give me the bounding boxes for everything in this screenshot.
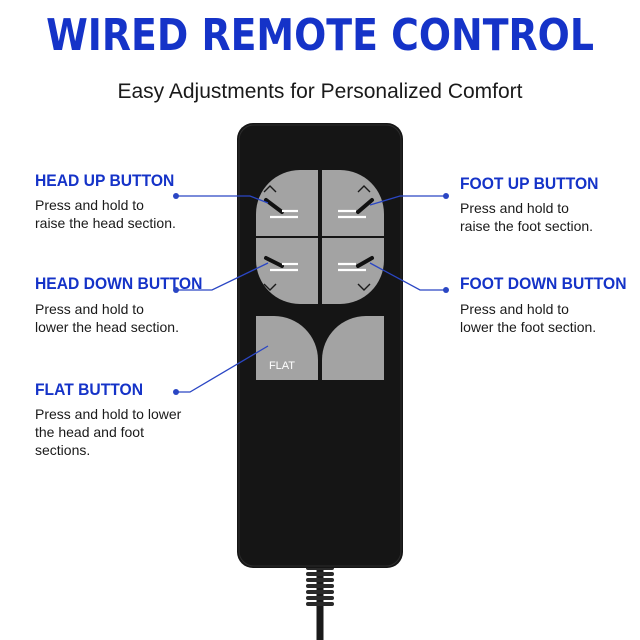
head-down-button[interactable] [256,238,318,304]
flat-label-desc: Press and hold to lower the head and foo… [35,406,182,458]
foot-up-label-desc: Press and hold to raise the foot section… [460,200,594,234]
up-arrow-icon [263,185,277,193]
foot-down-label-title: FOOT DOWN BUTTON [460,274,627,293]
head-down-label-desc: Press and hold to lower the head section… [35,301,179,335]
foot-up-label-title: FOOT UP BUTTON [460,174,599,193]
coiled-cable [306,566,334,640]
head-raise-icon [264,198,284,214]
down-arrow-icon [263,283,277,291]
foot-down-label-desc: Press and hold to lower the foot section… [460,301,597,335]
page-subtitle: Easy Adjustments for Personalized Comfor… [117,80,523,103]
foot-up-button[interactable] [322,170,384,236]
foot-down-button[interactable] [322,238,384,304]
down-arrow-icon [357,283,371,291]
foot-lower-icon [356,256,374,268]
flat-label-title: FLAT BUTTON [35,380,144,399]
foot-raise-icon [356,198,374,214]
blank-button[interactable] [322,316,384,380]
up-arrow-icon [357,185,371,193]
head-lower-icon [264,256,284,268]
connector-lines [173,193,449,395]
flat-button[interactable]: FLAT [256,316,318,380]
head-up-label-desc: Press and hold to raise the head section… [35,197,176,231]
head-up-button[interactable] [256,170,318,236]
page-title: WIRED REMOTE CONTROL [46,10,594,61]
head-up-label-title: HEAD UP BUTTON [35,171,175,190]
head-down-label-title: HEAD DOWN BUTTON [35,274,203,293]
flat-button-label: FLAT [269,360,295,372]
